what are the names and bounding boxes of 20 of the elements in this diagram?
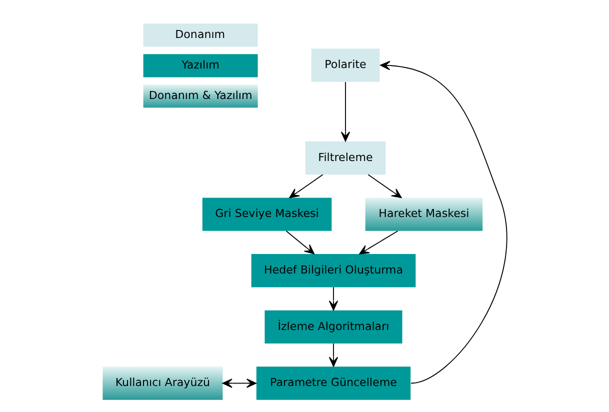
arrow xyxy=(222,378,256,388)
arrow xyxy=(367,174,402,198)
arrow xyxy=(285,230,314,254)
node-box: Parametre Güncelleme xyxy=(256,366,410,400)
node-box: Gri Seviye Maskesi xyxy=(202,198,332,231)
legend-label: Yazılım xyxy=(181,58,219,72)
node-box: Filtreleme xyxy=(304,141,386,175)
node-box: Kullanıcı Arayüzü xyxy=(102,366,222,400)
legend-label: Donanım & Yazılım xyxy=(148,89,252,102)
arrow xyxy=(288,174,323,198)
node-box: Hareket Maskesi xyxy=(364,198,482,231)
arrow xyxy=(340,82,350,142)
arrow xyxy=(328,286,338,311)
arrow xyxy=(358,230,398,254)
arrow xyxy=(380,60,507,384)
arrow xyxy=(328,343,338,367)
node-box: Hedef Bilgileri Oluşturma xyxy=(250,254,416,288)
node-box: Polarite xyxy=(310,48,380,82)
legend-label: Donanım xyxy=(174,28,225,42)
node-box: İzleme Algoritmaları xyxy=(264,310,402,344)
